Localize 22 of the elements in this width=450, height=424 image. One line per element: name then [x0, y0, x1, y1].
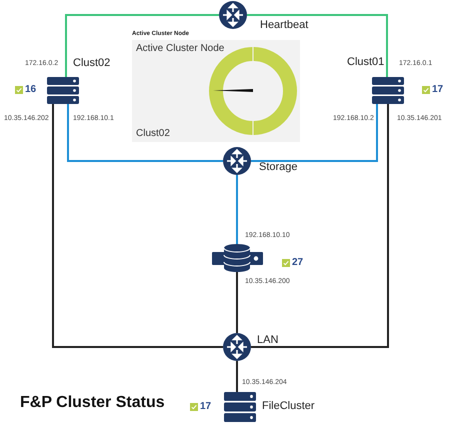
connector-line	[236, 272, 238, 333]
status-count: 16	[25, 84, 36, 95]
panel-heading: Active Cluster Node	[136, 43, 224, 54]
connector-line	[236, 361, 238, 392]
node-label: LAN	[257, 334, 278, 346]
connector-line	[67, 104, 223, 162]
status-count: 17	[200, 401, 212, 412]
node-label: Clust01	[347, 56, 384, 68]
connector-line	[251, 104, 378, 162]
connector-line	[247, 14, 388, 77]
connector-line	[65, 14, 219, 77]
panel-value: Clust02	[136, 128, 170, 139]
diagram-title: F&P Cluster Status	[20, 394, 165, 412]
node-label: FileCluster	[262, 400, 315, 412]
node-label: Storage	[259, 161, 298, 173]
node-label: Clust02	[73, 57, 110, 69]
status-count: 17	[432, 84, 444, 95]
connector-line	[251, 104, 389, 348]
connector-line	[52, 104, 223, 348]
connector-line	[236, 175, 238, 244]
status-count: 27	[292, 257, 304, 268]
node-label: Heartbeat	[260, 19, 308, 31]
